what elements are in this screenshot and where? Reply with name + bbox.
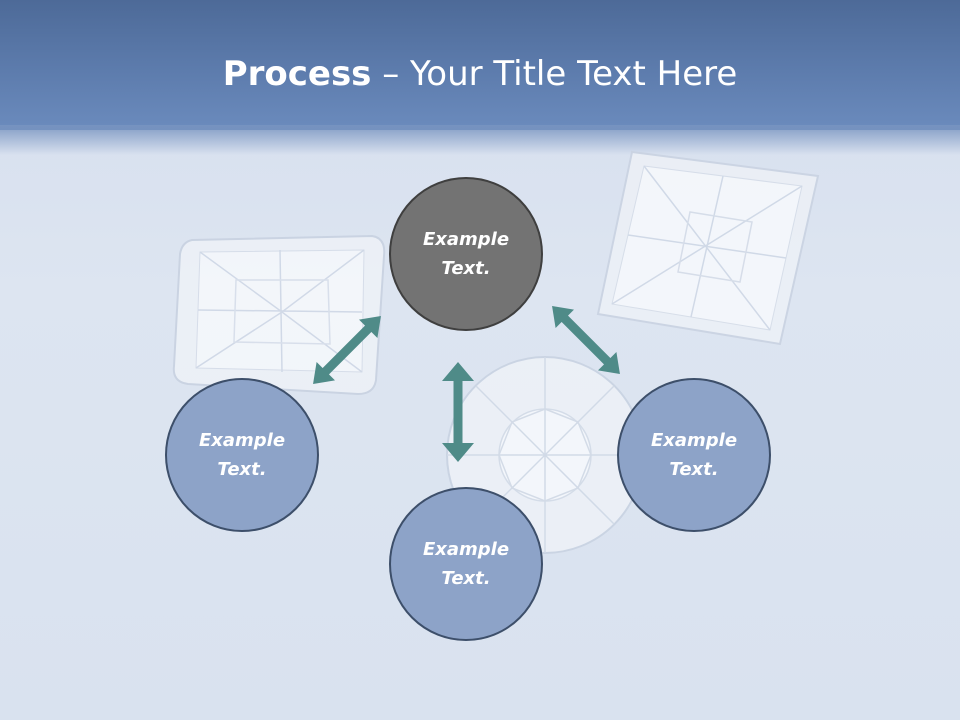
process-node-right: Example Text. <box>617 378 771 532</box>
slide-title: Process – Your Title Text Here <box>0 52 960 96</box>
title-bar <box>0 0 960 130</box>
node-right-line1: Example <box>650 430 738 451</box>
double-arrow-icon <box>552 306 620 374</box>
node-bottom-line1: Example <box>422 539 510 560</box>
node-left-line1: Example <box>198 430 286 451</box>
title-rest: – Your Title Text Here <box>371 54 738 94</box>
node-top-line1: Example <box>422 229 510 250</box>
title-bar-fade <box>0 125 960 155</box>
node-bottom-line2: Text. <box>441 568 491 589</box>
title-bold: Process <box>222 54 372 94</box>
node-right-line2: Text. <box>669 459 719 480</box>
node-left-line2: Text. <box>217 459 267 480</box>
node-top-line2: Text. <box>441 258 491 279</box>
process-node-top: Example Text. <box>389 177 543 331</box>
process-node-bottom: Example Text. <box>389 487 543 641</box>
process-node-left: Example Text. <box>165 378 319 532</box>
double-arrow-icon <box>313 316 381 384</box>
princess-diamond-image <box>596 150 820 346</box>
double-arrow-icon <box>442 362 474 462</box>
cushion-diamond-image <box>172 234 386 396</box>
